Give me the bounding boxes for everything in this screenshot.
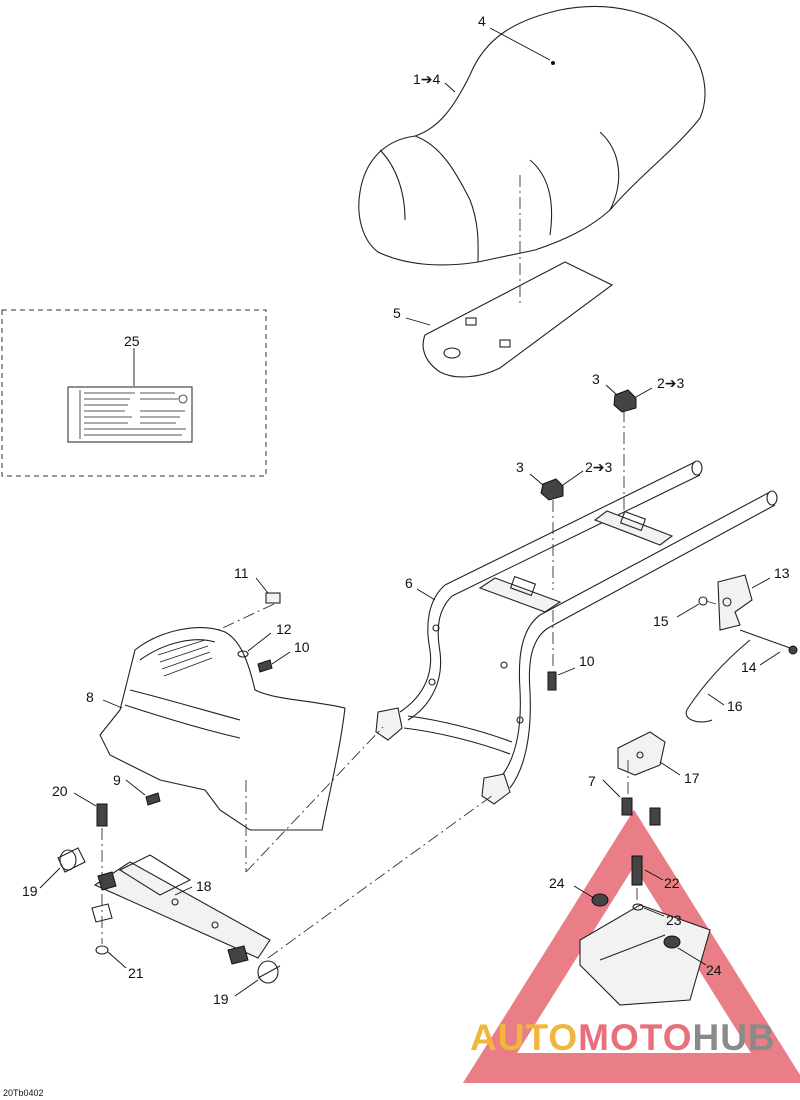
callout-11: 11 [234,565,249,581]
callout-1-4: 1➔4 [413,71,441,87]
cable-part-16 [685,639,751,723]
callout-3-mid: 3 [516,459,524,475]
callout-19-bottom: 19 [213,991,229,1007]
diagram-code: 20Tb0402 [3,1088,44,1098]
washer-part-23 [632,903,644,911]
seat-part-4 [358,6,706,266]
bushing-part-19 [57,847,281,984]
seat-plate-part-5 [422,261,614,378]
callout-10-left: 10 [294,639,310,655]
fender-part-8 [99,627,346,831]
callout-24-right: 24 [706,962,722,978]
watermark-moto: MOTO [578,1017,692,1058]
mount-plate [579,904,711,1006]
callout-18: 18 [196,878,212,894]
washer-part-21 [91,903,113,955]
watermark-auto: AUTO [470,1017,578,1058]
leader-lines [39,27,781,997]
pivot-part-18 [93,854,271,965]
callout-3-top: 3 [592,371,600,387]
callout-22: 22 [664,875,680,891]
frame-part-6 [375,460,778,805]
washer-part-15 [698,596,708,606]
watermark-hub: HUB [692,1017,775,1058]
callout-10-right: 10 [579,653,595,669]
screw-part-22 [631,855,643,886]
callout-25: 25 [124,333,140,349]
bolt-part-20 [96,803,108,827]
callout-19-left: 19 [22,883,38,899]
callout-17: 17 [684,770,700,786]
callout-4: 4 [478,13,486,29]
callout-9: 9 [113,772,121,788]
assembly-lines [101,175,717,959]
rubber-part-24 [591,893,681,949]
screw-part-7 [621,797,661,826]
callout-20: 20 [52,783,68,799]
callout-8: 8 [86,689,94,705]
callout-6: 6 [405,575,413,591]
callout-labels: 4 1➔4 5 25 3 2➔3 3 2➔3 6 11 12 10 10 13 … [22,13,790,1007]
callout-16: 16 [727,698,743,714]
callout-24-left: 24 [549,875,565,891]
callout-15: 15 [653,613,669,629]
callout-21: 21 [128,965,144,981]
label-group-25 [1,309,267,477]
bracket-part-17 [617,731,666,776]
callout-23: 23 [666,912,682,928]
watermark-text: AUTOMOTOHUB [470,1017,776,1058]
washer-part-12 [237,650,249,658]
bolt-part-14 [739,629,798,655]
clip-part-3 [540,389,637,501]
bumper-part-11 [265,592,281,604]
callout-12: 12 [276,621,292,637]
callout-2-3-mid: 2➔3 [585,459,613,475]
callout-13: 13 [774,565,790,581]
callout-5: 5 [393,305,401,321]
callout-14: 14 [741,659,757,675]
bolt-part-10 [145,659,557,806]
latch-part-13 [717,574,753,631]
callout-2-3-top: 2➔3 [657,375,685,391]
callout-7: 7 [588,773,596,789]
